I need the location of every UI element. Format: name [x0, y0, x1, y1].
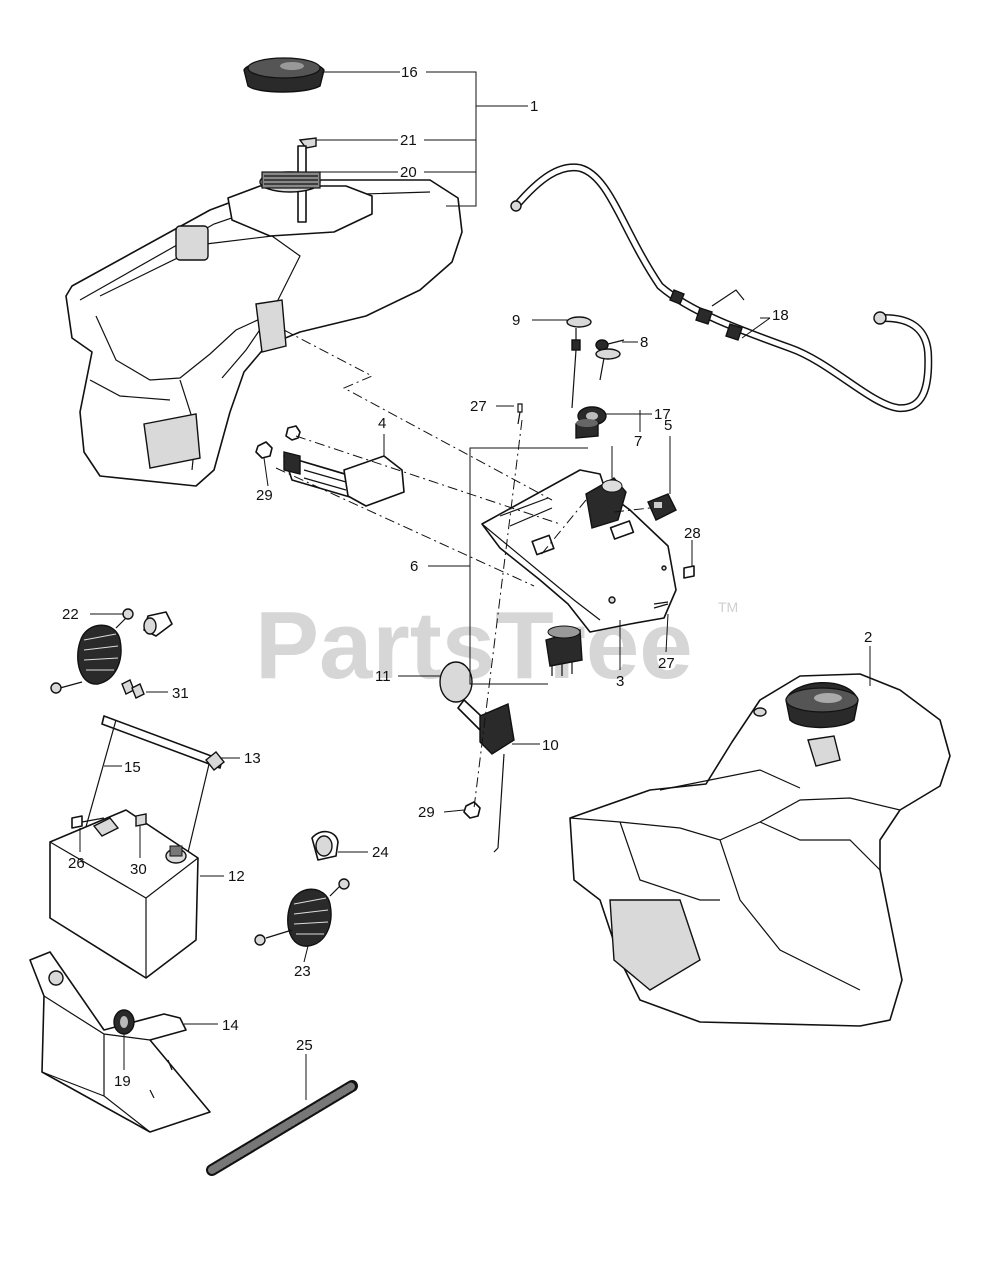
- module-part-4: [283, 451, 405, 507]
- filler-neck: [259, 171, 321, 193]
- fuel-tank-left: [65, 179, 463, 487]
- control-panel-part-3: [481, 469, 677, 633]
- callout-28: 28: [684, 525, 701, 542]
- callout-19: 19: [114, 1073, 131, 1090]
- callout-31: 31: [172, 685, 189, 702]
- callout-4: 4: [378, 415, 386, 432]
- watermark-tm: TM: [718, 599, 738, 615]
- callout-7: 7: [634, 433, 642, 450]
- dashed-guides: [275, 329, 651, 809]
- callout-18: 18: [772, 307, 789, 324]
- callout-24: 24: [372, 844, 389, 861]
- choke-knob-part-9: [566, 316, 592, 409]
- battery-hardware-parts-26-30: [71, 813, 147, 829]
- callout-11: 11: [375, 668, 391, 685]
- switch-part-5: [647, 493, 677, 521]
- wing-nuts-part-31: [121, 679, 145, 699]
- callout-26: 26: [68, 855, 85, 872]
- callout-8: 8: [640, 334, 648, 351]
- callout-27-top: 27: [470, 398, 487, 415]
- callout-20: 20: [400, 164, 417, 181]
- callout-16: 16: [401, 64, 418, 81]
- callout-22: 22: [62, 606, 79, 623]
- callout-3: 3: [616, 673, 624, 690]
- battery-part-12: [49, 809, 199, 979]
- rubber-boot: [143, 611, 173, 637]
- leader-lines: [79, 71, 871, 1100]
- nut-part-29-bottom: [463, 801, 481, 819]
- nuts-part-29-top: [255, 425, 301, 459]
- callout-9: 9: [512, 312, 520, 329]
- screws: [517, 403, 695, 609]
- wire-loom-part-25: [206, 1080, 358, 1176]
- callout-15: 15: [124, 759, 141, 776]
- ignition-switch-lower: [545, 625, 583, 676]
- callout-13: 13: [244, 750, 261, 767]
- bushing-part-7: [575, 419, 599, 439]
- callout-17: 17: [654, 406, 671, 423]
- fuel-hose-part-18: [510, 163, 933, 413]
- battery-tray-part-14: [29, 951, 211, 1133]
- callout-10: 10: [542, 737, 559, 754]
- ignition-key-part-8: [595, 339, 625, 381]
- callout-29-top: 29: [256, 487, 273, 504]
- callout-2: 2: [864, 629, 872, 646]
- callout-14: 14: [222, 1017, 239, 1034]
- fuel-tank-part-2: [569, 673, 951, 1027]
- callout-30: 30: [130, 861, 147, 878]
- cable-part-24: [311, 830, 339, 861]
- fuel-cap-part-16: [243, 57, 325, 93]
- callout-labels: 16 1 21 20 9 8 18 27 17 4 7 5 29 28 6 22…: [62, 64, 872, 1090]
- callout-29-bottom: 29: [418, 804, 435, 821]
- callout-25: 25: [296, 1037, 313, 1054]
- callout-21: 21: [400, 132, 417, 149]
- callout-23: 23: [294, 963, 311, 980]
- callout-6: 6: [410, 558, 418, 575]
- callout-5: 5: [664, 417, 672, 434]
- callout-12: 12: [228, 868, 245, 885]
- ignition-switch: [585, 477, 627, 529]
- throttle-lever-part-10: [439, 661, 515, 853]
- cable-part-22: [50, 608, 134, 694]
- callout-1: 1: [530, 98, 538, 115]
- callout-27-right: 27: [658, 655, 675, 672]
- cable-part-23: [254, 878, 350, 947]
